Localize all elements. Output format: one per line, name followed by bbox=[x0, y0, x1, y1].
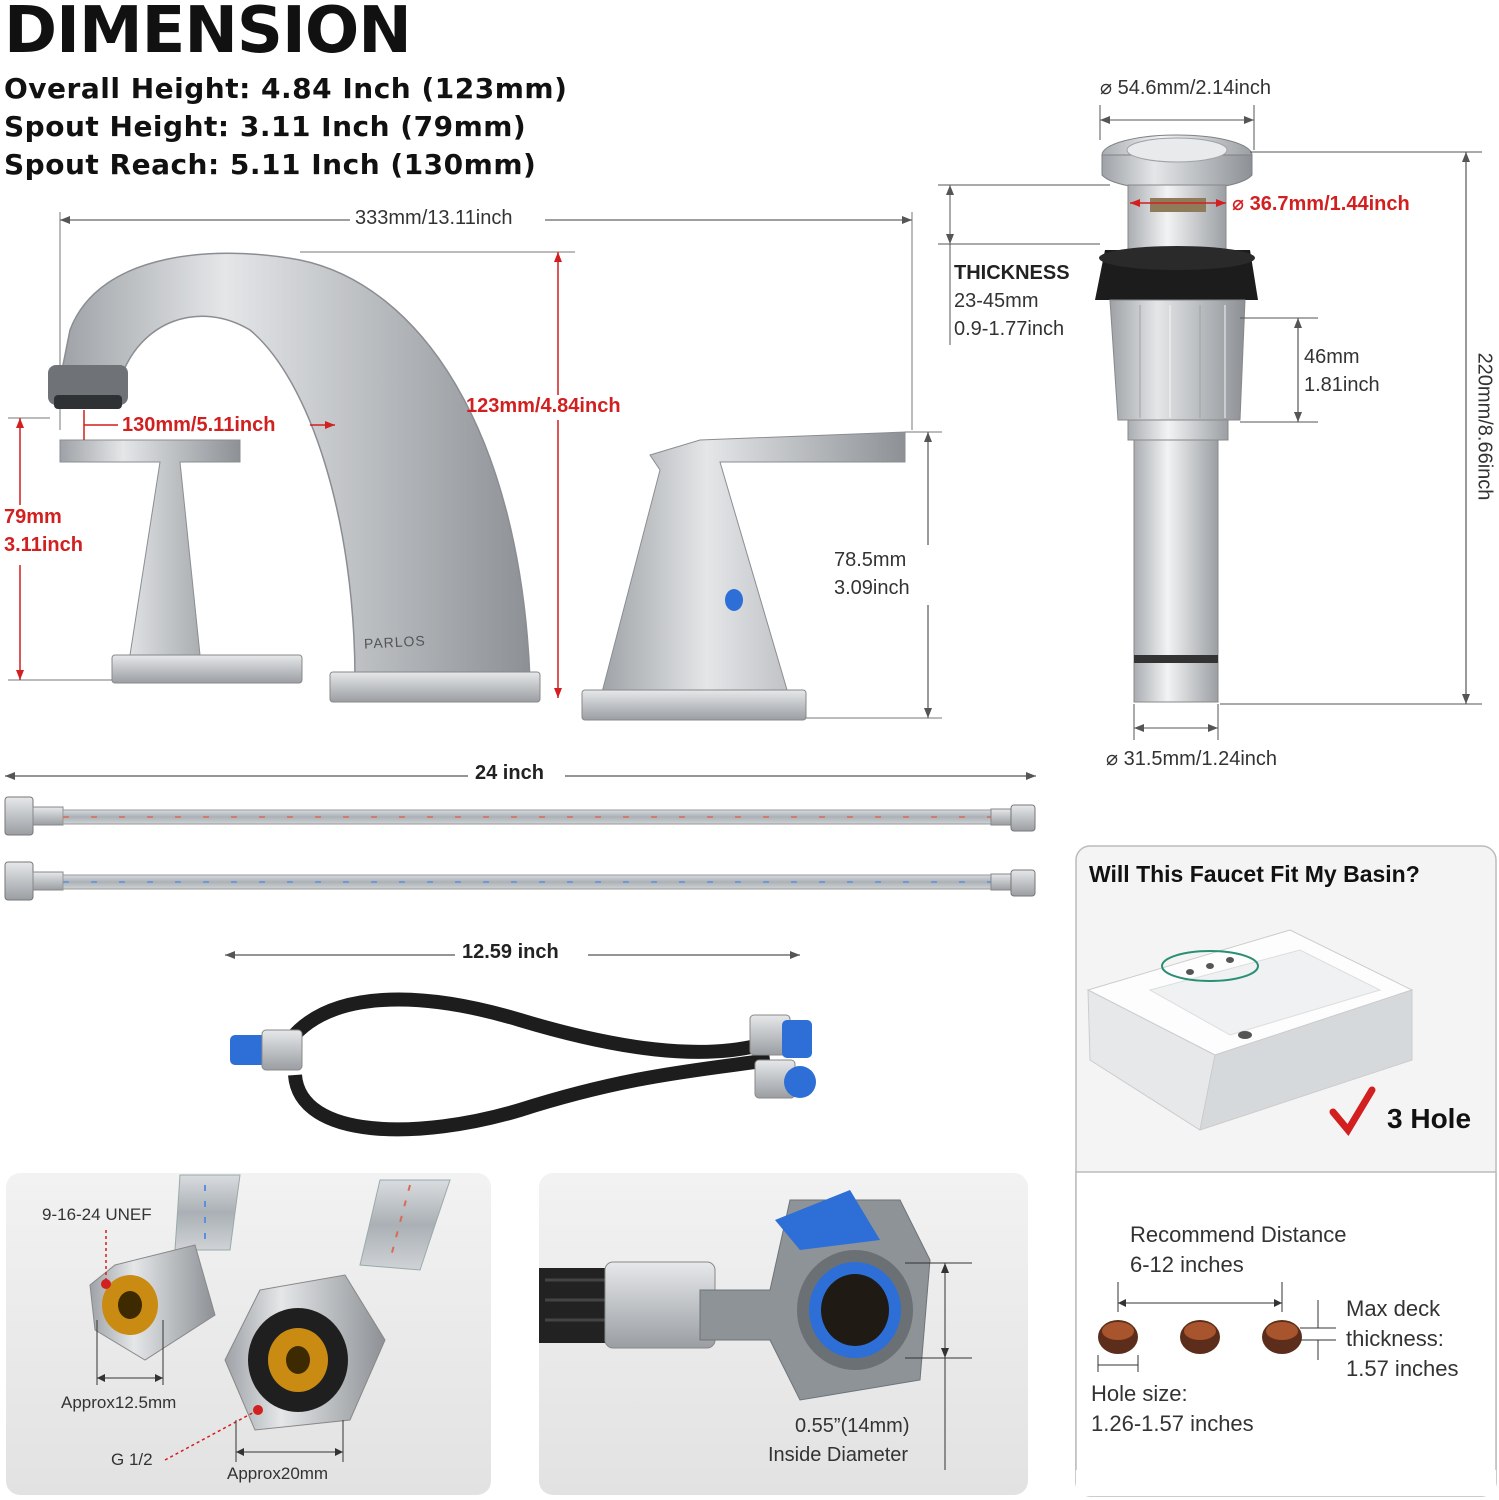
recommend-distance-value: 6-12 inches bbox=[1130, 1252, 1244, 1277]
hole-size-value: 1.26-1.57 inches bbox=[1091, 1411, 1254, 1436]
inside-diameter-value: 0.55”(14mm) bbox=[795, 1415, 910, 1437]
spout-height-in-label: 3.11inch bbox=[4, 534, 83, 556]
handle-height-in-label: 3.09inch bbox=[834, 577, 910, 599]
check-icon bbox=[1329, 1086, 1376, 1137]
drain-bottom-diameter-label: ⌀ 31.5mm/1.24inch bbox=[1106, 748, 1278, 770]
hole-count-label: 3 Hole bbox=[1387, 1103, 1472, 1134]
thread-mm-label: 46mm bbox=[1304, 346, 1360, 368]
faucet-width-label: 333mm/13.11inch bbox=[355, 207, 513, 229]
recommend-distance-title: Recommend Distance bbox=[1130, 1222, 1347, 1247]
overall-height-label: 123mm/4.84inch bbox=[466, 395, 621, 417]
spout-reach-label: 130mm/5.11inch bbox=[122, 414, 276, 436]
spout-height-mm-label: 79mm bbox=[4, 506, 62, 528]
left-handle-base bbox=[111, 654, 303, 684]
brand-logo: PARLOS bbox=[363, 632, 427, 652]
thickness-title: THICKNESS bbox=[954, 262, 1070, 284]
basin-illustration bbox=[1086, 929, 1414, 1131]
drain-top-diameter-label: ⌀ 54.6mm/2.14inch bbox=[1100, 77, 1272, 99]
supply-hose-blue bbox=[4, 861, 1036, 901]
max-deck-line2: thickness: bbox=[1346, 1326, 1444, 1351]
connector-valve bbox=[539, 1190, 972, 1470]
right-handle-base bbox=[581, 689, 807, 721]
page-title: DIMENSION bbox=[4, 0, 412, 68]
basin-fit-question: Will This Faucet Fit My Basin? bbox=[1089, 861, 1420, 887]
max-deck-line1: Max deck bbox=[1346, 1296, 1441, 1321]
cold-indicator-dot bbox=[725, 589, 743, 611]
drain-total-height-label: 220mm/8.66inch bbox=[1473, 352, 1496, 501]
spout-base bbox=[329, 671, 541, 703]
faucet-spout bbox=[59, 252, 531, 681]
overall-height-spec: Overall Height: 4.84 Inch (123mm) bbox=[4, 72, 568, 105]
fitting-nuts bbox=[89, 1174, 451, 1462]
spout-height-spec: Spout Height: 3.11 Inch (79mm) bbox=[4, 110, 527, 143]
thickness-in-label: 0.9-1.77inch bbox=[954, 318, 1065, 340]
thread-spec-label: 9-16-24 UNEF bbox=[42, 1205, 152, 1224]
connector-hose bbox=[230, 992, 816, 1137]
hole-size-title: Hole size: bbox=[1091, 1381, 1188, 1406]
approx-large-label: Approx20mm bbox=[227, 1464, 329, 1483]
hole-diagram bbox=[1097, 1282, 1336, 1372]
supply-hose-red bbox=[4, 796, 1036, 836]
drain-inner-diameter-label: ⌀ 36.7mm/1.44inch bbox=[1232, 193, 1410, 215]
right-handle bbox=[599, 431, 906, 701]
left-handle bbox=[59, 439, 241, 656]
thread-in-label: 1.81inch bbox=[1304, 374, 1380, 396]
pop-up-drain bbox=[938, 105, 1482, 740]
handle-height-mm-label: 78.5mm bbox=[834, 549, 907, 571]
connector-hose-length-label: 12.59 inch bbox=[462, 941, 559, 963]
approx-small-label: Approx12.5mm bbox=[61, 1393, 177, 1412]
max-deck-line3: 1.57 inches bbox=[1346, 1356, 1459, 1381]
thread-g-label: G 1/2 bbox=[111, 1450, 153, 1469]
spout-reach-spec: Spout Reach: 5.11 Inch (130mm) bbox=[4, 148, 537, 181]
supply-hose-length-label: 24 inch bbox=[475, 762, 544, 784]
inside-diameter-label: Inside Diameter bbox=[768, 1444, 909, 1466]
thickness-mm-label: 23-45mm bbox=[954, 290, 1039, 312]
